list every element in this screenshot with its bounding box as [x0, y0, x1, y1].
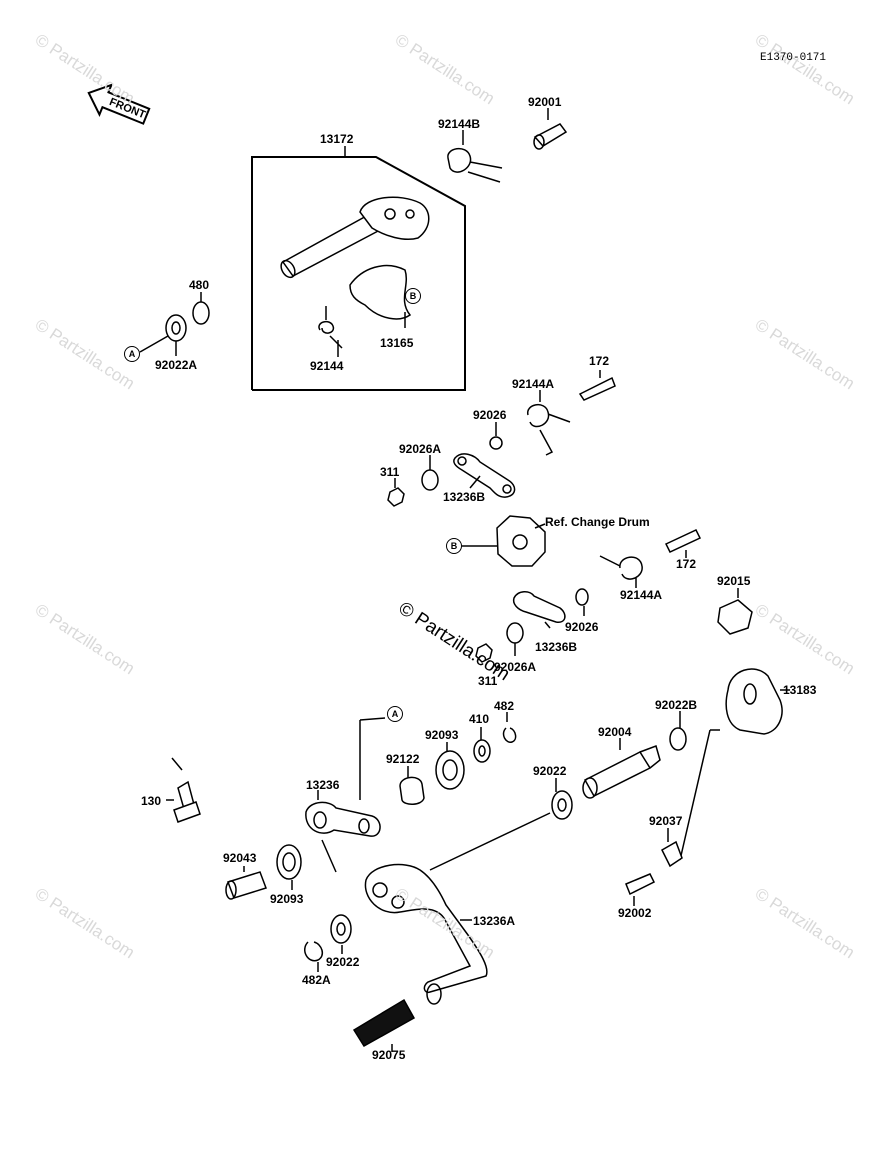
lever-13236B-upper: [453, 453, 516, 498]
marker-b: B: [405, 288, 421, 304]
part-label: 92093: [425, 728, 459, 742]
seal-92093-lower: [276, 844, 302, 880]
spring-92144: [318, 306, 343, 349]
part-label: 13183: [783, 683, 817, 697]
stud-172-upper: [578, 376, 616, 401]
part-label: 92022B: [655, 698, 698, 712]
part-label: 13236A: [473, 914, 516, 928]
part-label: 172: [589, 354, 610, 368]
part-label: 92022A: [155, 358, 198, 372]
part-label: 92026: [565, 620, 599, 634]
ring-480: [192, 301, 210, 325]
part-label: 92026: [473, 408, 507, 422]
pin-92004: [583, 751, 652, 797]
circlip-482A: [304, 941, 324, 962]
spring-92144A-upper: [527, 404, 571, 456]
change-drum-cam: [496, 515, 546, 567]
lever-13236B-lower: [512, 591, 566, 623]
part-label: 130: [141, 794, 162, 808]
pin-92043: [227, 871, 267, 899]
part-label: 92022: [326, 955, 360, 969]
block-92015: [717, 599, 753, 635]
washer-92026-lower: [575, 588, 589, 606]
part-label: 92004: [598, 725, 632, 739]
part-label: 172: [676, 557, 697, 571]
part-label: 92001: [528, 95, 562, 109]
washer-92026A-lower: [506, 622, 524, 644]
clamp-92037: [661, 840, 683, 868]
part-label: 13165: [380, 336, 414, 350]
part-label: 92122: [386, 752, 420, 766]
part-label: 92037: [649, 814, 683, 828]
screw-92002: [625, 873, 656, 896]
part-label: 311: [380, 465, 400, 479]
part-label: 92144B: [438, 117, 481, 131]
plate-13165: [349, 264, 412, 320]
circlip-482: [502, 727, 517, 743]
washer-92022A: [165, 314, 187, 342]
washer-92026A-upper: [421, 469, 439, 491]
washer-410: [473, 739, 491, 763]
part-label: 92075: [372, 1048, 406, 1062]
part-label: 410: [469, 712, 490, 726]
assembly-13172-frame: [251, 156, 466, 391]
bolt-92001: [533, 123, 568, 147]
part-label: 92144: [310, 359, 344, 373]
part-label: 13236: [306, 778, 340, 792]
front-arrow: [87, 83, 151, 125]
shift-shaft: [281, 213, 382, 277]
spring-92144B: [447, 147, 503, 183]
part-label: 480: [189, 278, 210, 292]
rubber-92075: [352, 998, 416, 1048]
washer-92026-upper: [489, 436, 503, 450]
part-label: 311: [478, 674, 498, 688]
part-label: 92022: [533, 764, 567, 778]
part-label: 92026A: [494, 660, 537, 674]
part-label: 92002: [618, 906, 652, 920]
bushing-92122: [399, 776, 425, 805]
part-label: 482: [494, 699, 515, 713]
marker-b: B: [446, 538, 462, 554]
part-label: 92093: [270, 892, 304, 906]
diagram-code: E1370-0171: [760, 52, 827, 64]
shift-shaft-plate: [359, 196, 430, 240]
part-label: 13236B: [535, 640, 578, 654]
seal-92093-upper: [435, 750, 465, 790]
nut-311-lower: [475, 643, 493, 663]
part-label: 13236B: [443, 490, 486, 504]
marker-a: A: [387, 706, 403, 722]
part-label: 482A: [302, 973, 331, 987]
part-label: 92144A: [620, 588, 663, 602]
part-label: 92043: [223, 851, 257, 865]
change-drum-reference: Ref. Change Drum: [545, 515, 650, 529]
washer-92022-lower: [330, 914, 352, 944]
washer-92022-middle: [551, 790, 573, 820]
stud-172-lower: [664, 529, 702, 553]
washer-92022B: [669, 727, 687, 751]
nut-311-upper: [387, 487, 405, 507]
marker-a: A: [124, 346, 140, 362]
part-label: 13172: [320, 132, 354, 146]
part-label: 92144A: [512, 377, 555, 391]
part-label: 92026A: [399, 442, 442, 456]
part-label: 92015: [717, 574, 751, 588]
link-13236: [305, 801, 381, 837]
spring-92144A-lower: [599, 555, 643, 580]
